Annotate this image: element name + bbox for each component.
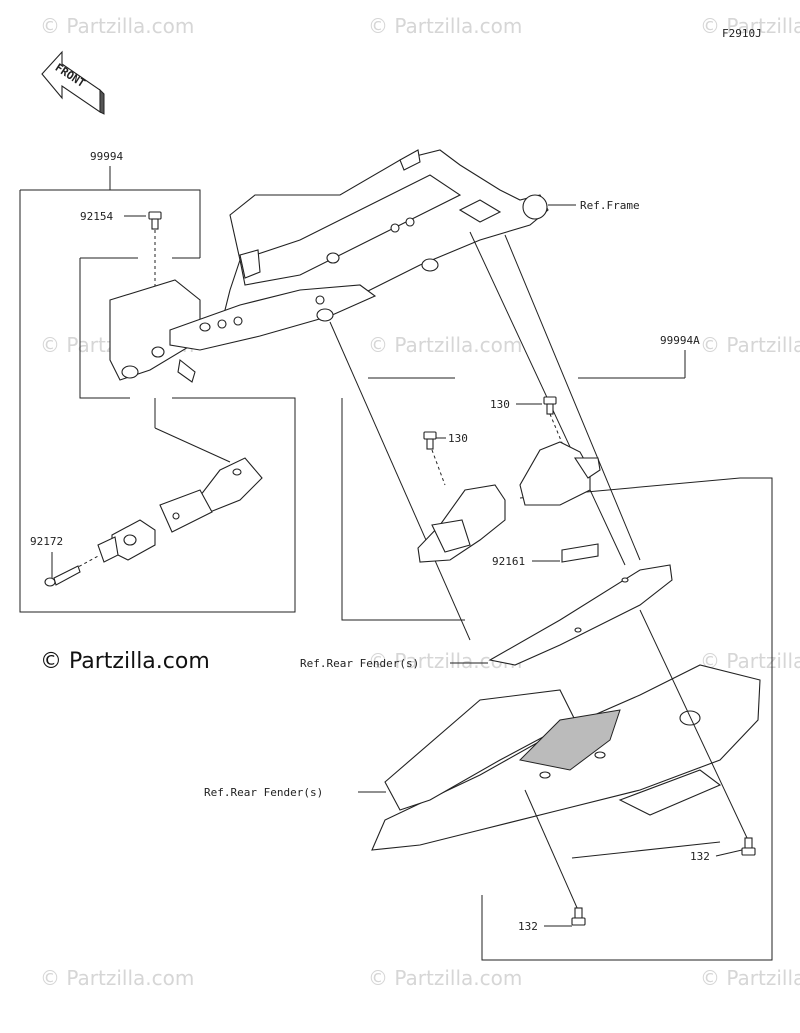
bolt-92172 (44, 565, 81, 587)
watermark-text: © Partzilla.com (40, 14, 194, 38)
pad-92161 (561, 543, 599, 563)
rear-fender (371, 664, 761, 851)
bolt-132-right (741, 837, 756, 856)
callout-130-upper: 130 (490, 398, 510, 411)
front-arrow-icon: FRONT (41, 50, 105, 115)
callout-99994a: 99994A (660, 334, 700, 347)
partzilla-brand: © Partzilla.com (40, 649, 210, 674)
callout-ref-frame: Ref.Frame (580, 199, 640, 212)
watermark-text: © Partzilla.com (700, 966, 800, 990)
callout-130-lower: 130 (448, 432, 468, 445)
callout-99994: 99994 (90, 150, 123, 163)
bolt-92154 (148, 211, 162, 230)
fender-plate (488, 564, 673, 666)
mount-body (97, 519, 156, 563)
kit-99994a-group: 99994A 130 130 (204, 334, 773, 961)
kit-99994-group: 99994 92154 (19, 150, 296, 613)
watermark-text: © Partzilla.com (368, 14, 522, 38)
watermark-text: © Partzilla.com (700, 333, 800, 357)
callout-ref-fender-upper: Ref.Rear Fender(s) (300, 657, 419, 670)
figure-code: F2910J (722, 27, 762, 40)
watermark-text: © Partzilla.com (368, 966, 522, 990)
bolt-130-lower (423, 431, 437, 450)
callout-92154: 92154 (80, 210, 113, 223)
callout-132-lower: 132 (518, 920, 538, 933)
bolt-130-upper (543, 396, 557, 415)
bolt-132-lower (571, 907, 586, 926)
callout-132-right: 132 (690, 850, 710, 863)
extension-arm (159, 457, 263, 533)
rear-frame (169, 149, 549, 351)
watermark-text: © Partzilla.com (40, 966, 194, 990)
callout-92172: 92172 (30, 535, 63, 548)
bracket-right (519, 441, 601, 506)
callout-92161: 92161 (492, 555, 525, 568)
watermark-text: © Partzilla.com (700, 14, 800, 38)
watermark-text: © Partzilla.com (368, 333, 522, 357)
bracket-left (417, 484, 506, 563)
callout-ref-fender-lower: Ref.Rear Fender(s) (204, 786, 323, 799)
left-bracket (109, 279, 201, 383)
